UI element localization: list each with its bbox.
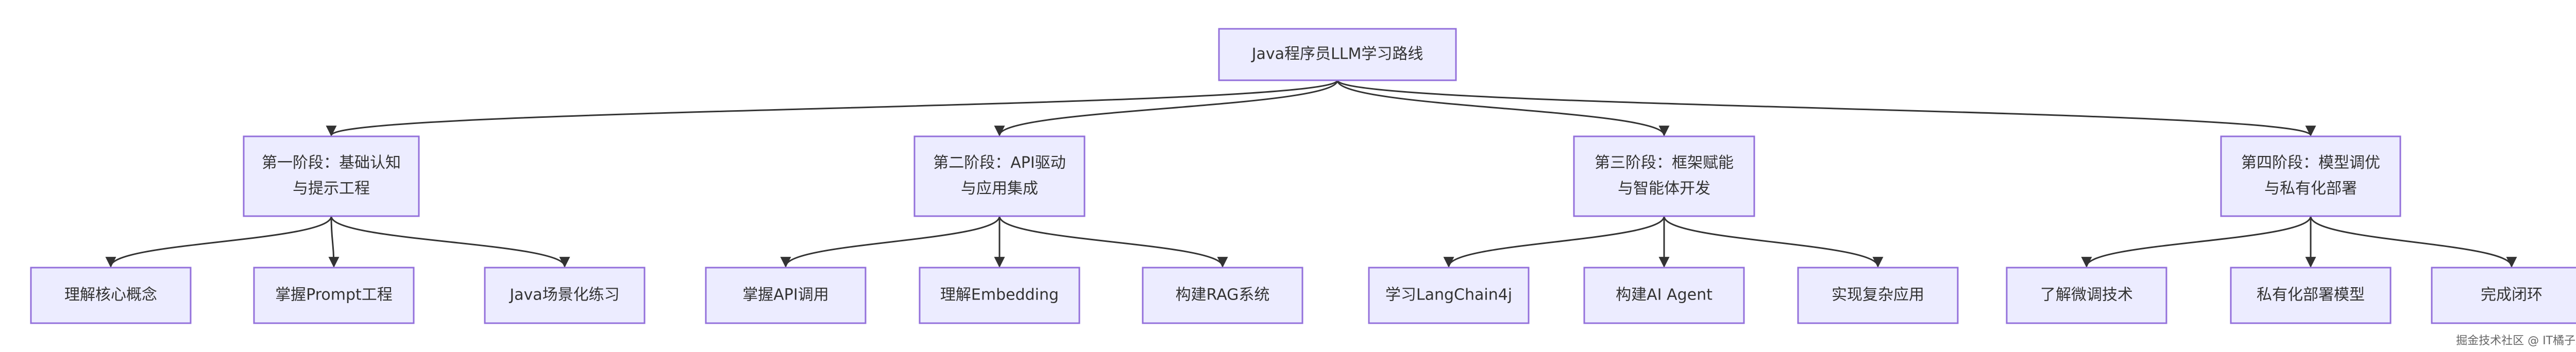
child-node-4-2-label: 私有化部署模型 [2257, 286, 2365, 304]
child-node-2-2: 理解Embedding [919, 267, 1080, 324]
edge-stage-2-to-child-1 [780, 216, 1001, 268]
child-node-4-3-label: 完成闭环 [2481, 286, 2543, 304]
child-node-3-3: 实现复杂应用 [1797, 267, 1959, 324]
edge-stage-4-to-child-1 [2081, 216, 2312, 268]
stage-node-3-line-1: 第三阶段：框架赋能 [1595, 154, 1734, 172]
edge-stage-4-to-child-3 [2310, 216, 2517, 268]
child-node-2-3-box [1142, 267, 1303, 324]
edge-stage-1-to-child-3 [330, 216, 570, 268]
child-node-1-3-label: Java场景化练习 [509, 286, 619, 304]
watermark-text: 掘金技术社区 @ IT橘子皮 [2456, 335, 2576, 347]
child-node-2-3: 构建RAG系统 [1142, 267, 1303, 324]
child-node-4-2-box [2230, 267, 2392, 324]
edge-stage-3-to-child-1 [1443, 216, 1665, 268]
edge-root-to-stage-3 [1336, 80, 1670, 137]
child-node-4-1: 了解微调技术 [2006, 267, 2167, 324]
stage-node-4-line-1: 第四阶段：模型调优 [2241, 154, 2380, 172]
stage-node-2-box [913, 135, 1086, 217]
root-node-box [1218, 28, 1457, 81]
child-node-1-2: 掌握Prompt工程 [253, 267, 415, 324]
stage-node-4-line-2: 与私有化部署 [2264, 180, 2357, 198]
child-node-1-1-box [30, 267, 192, 324]
child-node-1-2-box [253, 267, 415, 324]
child-node-4-3-box [2431, 267, 2576, 324]
child-node-1-1-label: 理解核心概念 [64, 286, 157, 304]
child-node-2-1-label: 掌握API调用 [742, 286, 828, 304]
child-node-4-3: 完成闭环 [2431, 267, 2576, 324]
edge-stage-1-to-child-1 [105, 216, 332, 268]
child-node-3-1-box [1368, 267, 1530, 324]
child-node-4-1-box [2006, 267, 2167, 324]
child-node-3-3-box [1797, 267, 1959, 324]
stage-node-3-box [1573, 135, 1755, 217]
child-node-4-2: 私有化部署模型 [2230, 267, 2392, 324]
child-node-2-2-label: 理解Embedding [940, 286, 1059, 304]
edge-root-to-stage-2 [994, 80, 1338, 137]
stage-node-1-line-2: 与提示工程 [293, 180, 370, 198]
stage-node-4-box [2220, 135, 2401, 217]
stage-node-2-line-1: 第二阶段：API驱动 [933, 154, 1065, 172]
child-node-1-1: 理解核心概念 [30, 267, 192, 324]
stage-node-3-line-2: 与智能体开发 [1618, 180, 1710, 198]
child-node-3-2-label: 构建AI Agent [1616, 286, 1713, 304]
child-node-2-1-box [705, 267, 867, 324]
stage-node-1-line-1: 第一阶段：基础认知 [262, 154, 401, 172]
child-node-1-3-box [484, 267, 646, 324]
edge-stage-3-to-child-3 [1663, 216, 1884, 268]
child-node-2-1: 掌握API调用 [705, 267, 867, 324]
child-node-4-1-label: 了解微调技术 [2040, 286, 2133, 304]
child-node-3-1-label: 学习LangChain4j [1385, 286, 1512, 304]
stage-node-1-box [243, 135, 420, 217]
stage-node-2-line-2: 与应用集成 [961, 180, 1038, 198]
child-node-3-3-label: 实现复杂应用 [1832, 286, 1924, 304]
root-node-label: Java程序员LLM学习路线 [1251, 45, 1423, 63]
child-node-3-1: 学习LangChain4j [1368, 267, 1530, 324]
child-node-2-3-label: 构建RAG系统 [1176, 286, 1270, 304]
edge-stage-1-to-child-2 [328, 216, 340, 268]
edge-stage-2-to-child-3 [998, 216, 1228, 268]
child-node-3-2: 构建AI Agent [1583, 267, 1745, 324]
edge-root-to-stage-4 [1336, 79, 2316, 137]
child-node-1-3: Java场景化练习 [484, 267, 646, 324]
child-node-3-2-box [1583, 267, 1745, 324]
edge-root-to-stage-1 [326, 79, 1338, 137]
child-node-2-2-box [919, 267, 1080, 324]
root-node: Java程序员LLM学习路线 [1218, 28, 1457, 81]
child-node-1-2-label: 掌握Prompt工程 [275, 286, 393, 304]
